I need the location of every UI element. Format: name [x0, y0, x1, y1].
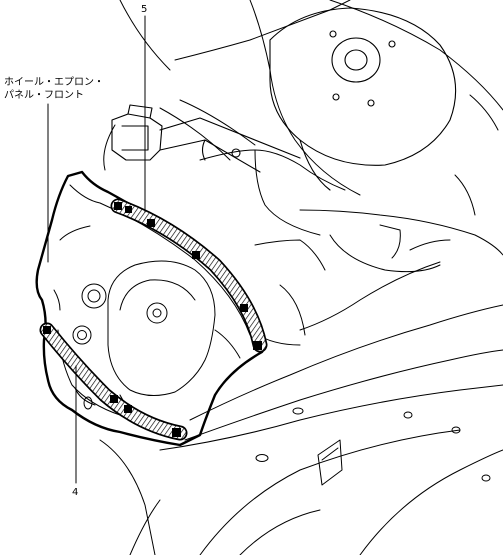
wheel-apron-label-line1: ホイール・エプロン・: [4, 77, 104, 88]
wheel-apron-label-line2: パネル・フロント: [4, 90, 84, 101]
strut-tower-top: [269, 7, 457, 191]
wheel-apron-panel-label: ホイール・エプロン・ パネル・フロント: [4, 76, 104, 102]
bracket-part: [111, 104, 301, 173]
sealant-spot-markers: [43, 202, 262, 437]
callout-number-4: 4: [72, 487, 79, 498]
callout-number-5: 5: [141, 4, 148, 15]
apron-inner-surfaces: [72, 260, 241, 426]
sealant-bead-5: [110, 198, 268, 353]
sealant-bead-4: [39, 322, 188, 441]
lower-body-lines: [99, 304, 503, 555]
background-body-lines: [103, 0, 503, 336]
